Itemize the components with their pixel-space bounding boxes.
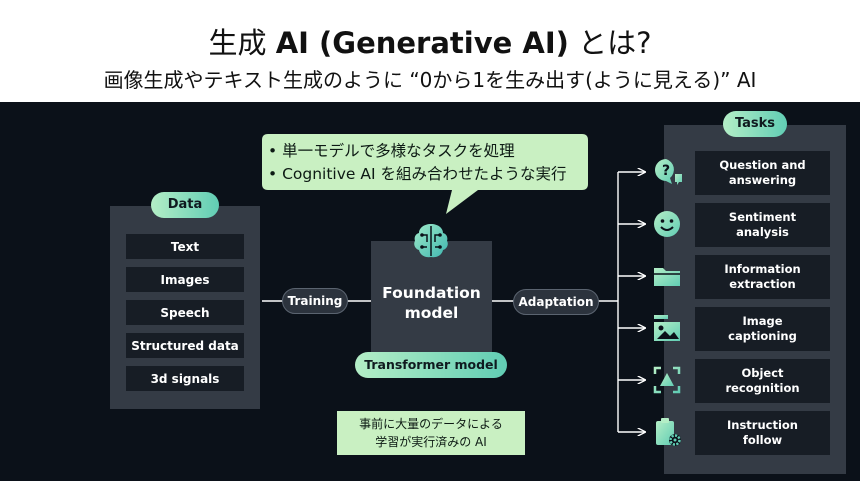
data-item-images: Images: [126, 267, 244, 292]
task-3-line-1: Information: [724, 262, 801, 276]
training-label: Training: [282, 288, 348, 314]
slide-title: 生成 AI (Generative AI) とは?: [0, 20, 860, 62]
task-2-line-1: Sentiment: [728, 210, 797, 224]
image-caption-icon: [651, 312, 683, 344]
task-6-line-2: follow: [742, 433, 783, 447]
adaptation-label: Adaptation: [513, 289, 599, 315]
task-4-line-2: captioning: [728, 329, 797, 343]
note-line-2: 学習が実行済みの AI: [375, 435, 487, 449]
foundation-model-box: [371, 241, 492, 358]
slide-header: 生成 AI (Generative AI) とは? 画像生成やテキスト生成のよう…: [0, 0, 860, 102]
brain-circuit-icon: [410, 220, 452, 262]
data-item-speech: Speech: [126, 300, 244, 325]
task-2-line-2: analysis: [736, 225, 789, 239]
title-bold: AI (Generative AI): [275, 26, 569, 60]
task-1-line-1: Question and: [719, 158, 806, 172]
foundation-line-1: Foundation: [382, 284, 481, 302]
callout-line-2: • Cognitive AI を組み合わせたような実行: [268, 165, 567, 183]
foundation-line-2: model: [404, 304, 459, 322]
diagram-stage: • 単一モデルで多様なタスクを処理 • Cognitive AI を組み合わせた…: [0, 102, 860, 481]
svg-text:?: ?: [662, 163, 670, 179]
title-prefix: 生成: [208, 26, 276, 60]
callout-bubble: [262, 134, 588, 214]
task-6-line-1: Instruction: [726, 418, 798, 432]
task-3-line-2: extraction: [729, 277, 796, 291]
task-5-line-2: recognition: [725, 381, 800, 395]
callout-line-1: • 単一モデルで多様なタスクを処理: [268, 142, 515, 160]
data-item-text: Text: [126, 234, 244, 259]
transformer-model-badge: Transformer model: [355, 352, 507, 378]
slide-subtitle: 画像生成やテキスト生成のように “0から1を生み出す(ように見える)” AI: [103, 68, 757, 92]
tasks-panel-label: Tasks: [723, 111, 787, 137]
object-scan-icon: [651, 364, 683, 396]
note-line-1: 事前に大量のデータによる: [359, 417, 503, 431]
title-suffix: とは?: [568, 26, 652, 60]
clipboard-gear-icon: [651, 416, 683, 448]
data-panel-label: Data: [151, 192, 219, 218]
task-5-line-1: Object: [741, 366, 784, 380]
data-item-3d-signals: 3d signals: [126, 366, 244, 391]
question-chat-icon: ?: [651, 156, 683, 188]
smiley-face-icon: [651, 208, 683, 240]
folder-icon: [651, 260, 683, 292]
callout-text: • 単一モデルで多様なタスクを処理 • Cognitive AI を組み合わせた…: [268, 140, 588, 186]
task-4-line-1: Image: [742, 314, 783, 328]
data-item-structured-data: Structured data: [126, 333, 244, 358]
foundation-model-label: Foundation model: [371, 283, 492, 323]
pretraining-note: 事前に大量のデータによる 学習が実行済みの AI: [337, 411, 525, 455]
task-1-line-2: answering: [728, 173, 797, 187]
